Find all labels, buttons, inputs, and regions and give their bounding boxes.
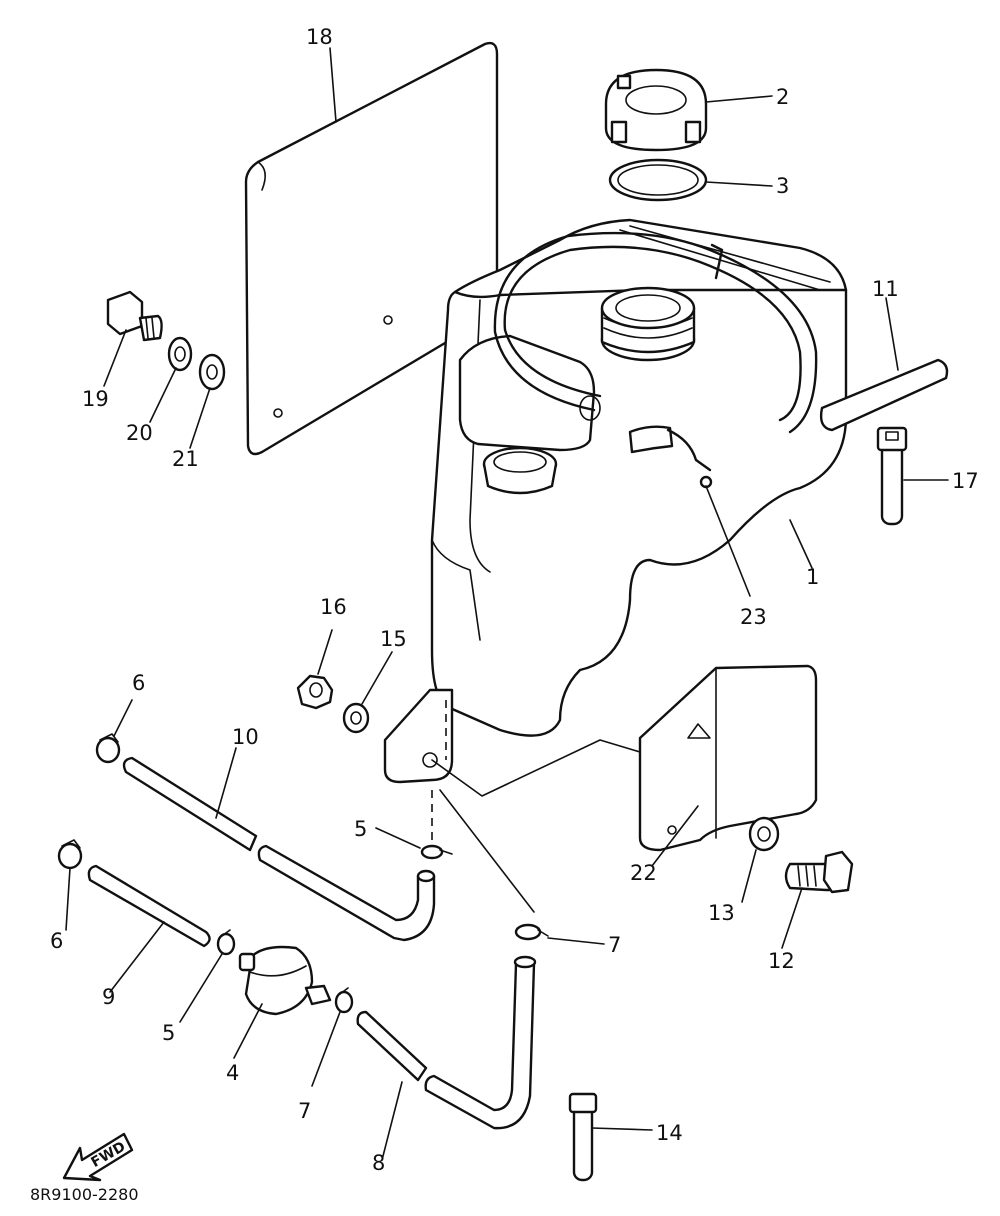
part-10-hose bbox=[122, 756, 436, 942]
assembly-lines bbox=[431, 700, 641, 913]
callout-20: 20 bbox=[126, 421, 153, 445]
part-1-tank bbox=[383, 218, 848, 784]
part-11-hose bbox=[493, 231, 949, 434]
part-8-hose bbox=[356, 955, 537, 1130]
part-14-clip bbox=[568, 1092, 598, 1182]
part-code: 8R9100-2280 bbox=[30, 1185, 139, 1204]
callout-9: 9 bbox=[102, 985, 115, 1009]
callout-18: 18 bbox=[306, 25, 333, 49]
part-16-nut bbox=[296, 674, 334, 710]
part-13-washer bbox=[748, 816, 780, 852]
callout-19: 19 bbox=[82, 387, 109, 411]
part-2-tank-cap bbox=[604, 68, 708, 152]
callout-3: 3 bbox=[776, 174, 789, 198]
callout-11: 11 bbox=[872, 277, 899, 301]
part-22-bracket bbox=[638, 664, 818, 852]
part-4-valve bbox=[238, 945, 332, 1016]
part-5-clip-upper bbox=[420, 844, 453, 860]
part-6-clamp-upper bbox=[95, 733, 121, 764]
part-5-clip-lower bbox=[216, 929, 236, 956]
part-6-clamp-lower bbox=[57, 839, 83, 870]
part-7-clip-upper bbox=[514, 923, 549, 941]
part-21-washer bbox=[198, 353, 226, 391]
callout-21: 21 bbox=[172, 447, 199, 471]
part-19-bolt bbox=[106, 290, 163, 342]
callout-5-upper: 5 bbox=[354, 817, 367, 841]
callout-8: 8 bbox=[372, 1151, 385, 1175]
callout-5-lower: 5 bbox=[162, 1021, 175, 1045]
callout-10: 10 bbox=[232, 725, 259, 749]
callout-15: 15 bbox=[380, 627, 407, 651]
callout-17: 17 bbox=[952, 469, 979, 493]
callout-6-upper: 6 bbox=[132, 671, 145, 695]
callout-labels: 1 2 3 4 5 5 6 6 7 7 8 9 10 11 12 13 14 1… bbox=[50, 25, 979, 1175]
callout-23: 23 bbox=[740, 605, 767, 629]
part-7-clip-lower bbox=[334, 987, 354, 1014]
callout-12: 12 bbox=[768, 949, 795, 973]
callout-14: 14 bbox=[656, 1121, 683, 1145]
callout-22: 22 bbox=[630, 861, 657, 885]
part-9-hose bbox=[87, 864, 211, 948]
part-15-washer bbox=[342, 702, 370, 734]
callout-2: 2 bbox=[776, 85, 789, 109]
leader-lines bbox=[65, 47, 949, 1161]
callout-13: 13 bbox=[708, 901, 735, 925]
part-20-washer bbox=[167, 336, 193, 372]
callout-6-lower: 6 bbox=[50, 929, 63, 953]
callout-7-lower: 7 bbox=[298, 1099, 311, 1123]
part-17-clip bbox=[876, 426, 908, 526]
part-12-bolt bbox=[784, 850, 854, 894]
part-3-seal-ring bbox=[608, 158, 708, 202]
callout-1: 1 bbox=[806, 565, 819, 589]
callout-4: 4 bbox=[226, 1061, 239, 1085]
callout-7-upper: 7 bbox=[608, 933, 621, 957]
callout-16: 16 bbox=[320, 595, 347, 619]
fwd-arrow-icon: FWD bbox=[62, 1132, 134, 1182]
